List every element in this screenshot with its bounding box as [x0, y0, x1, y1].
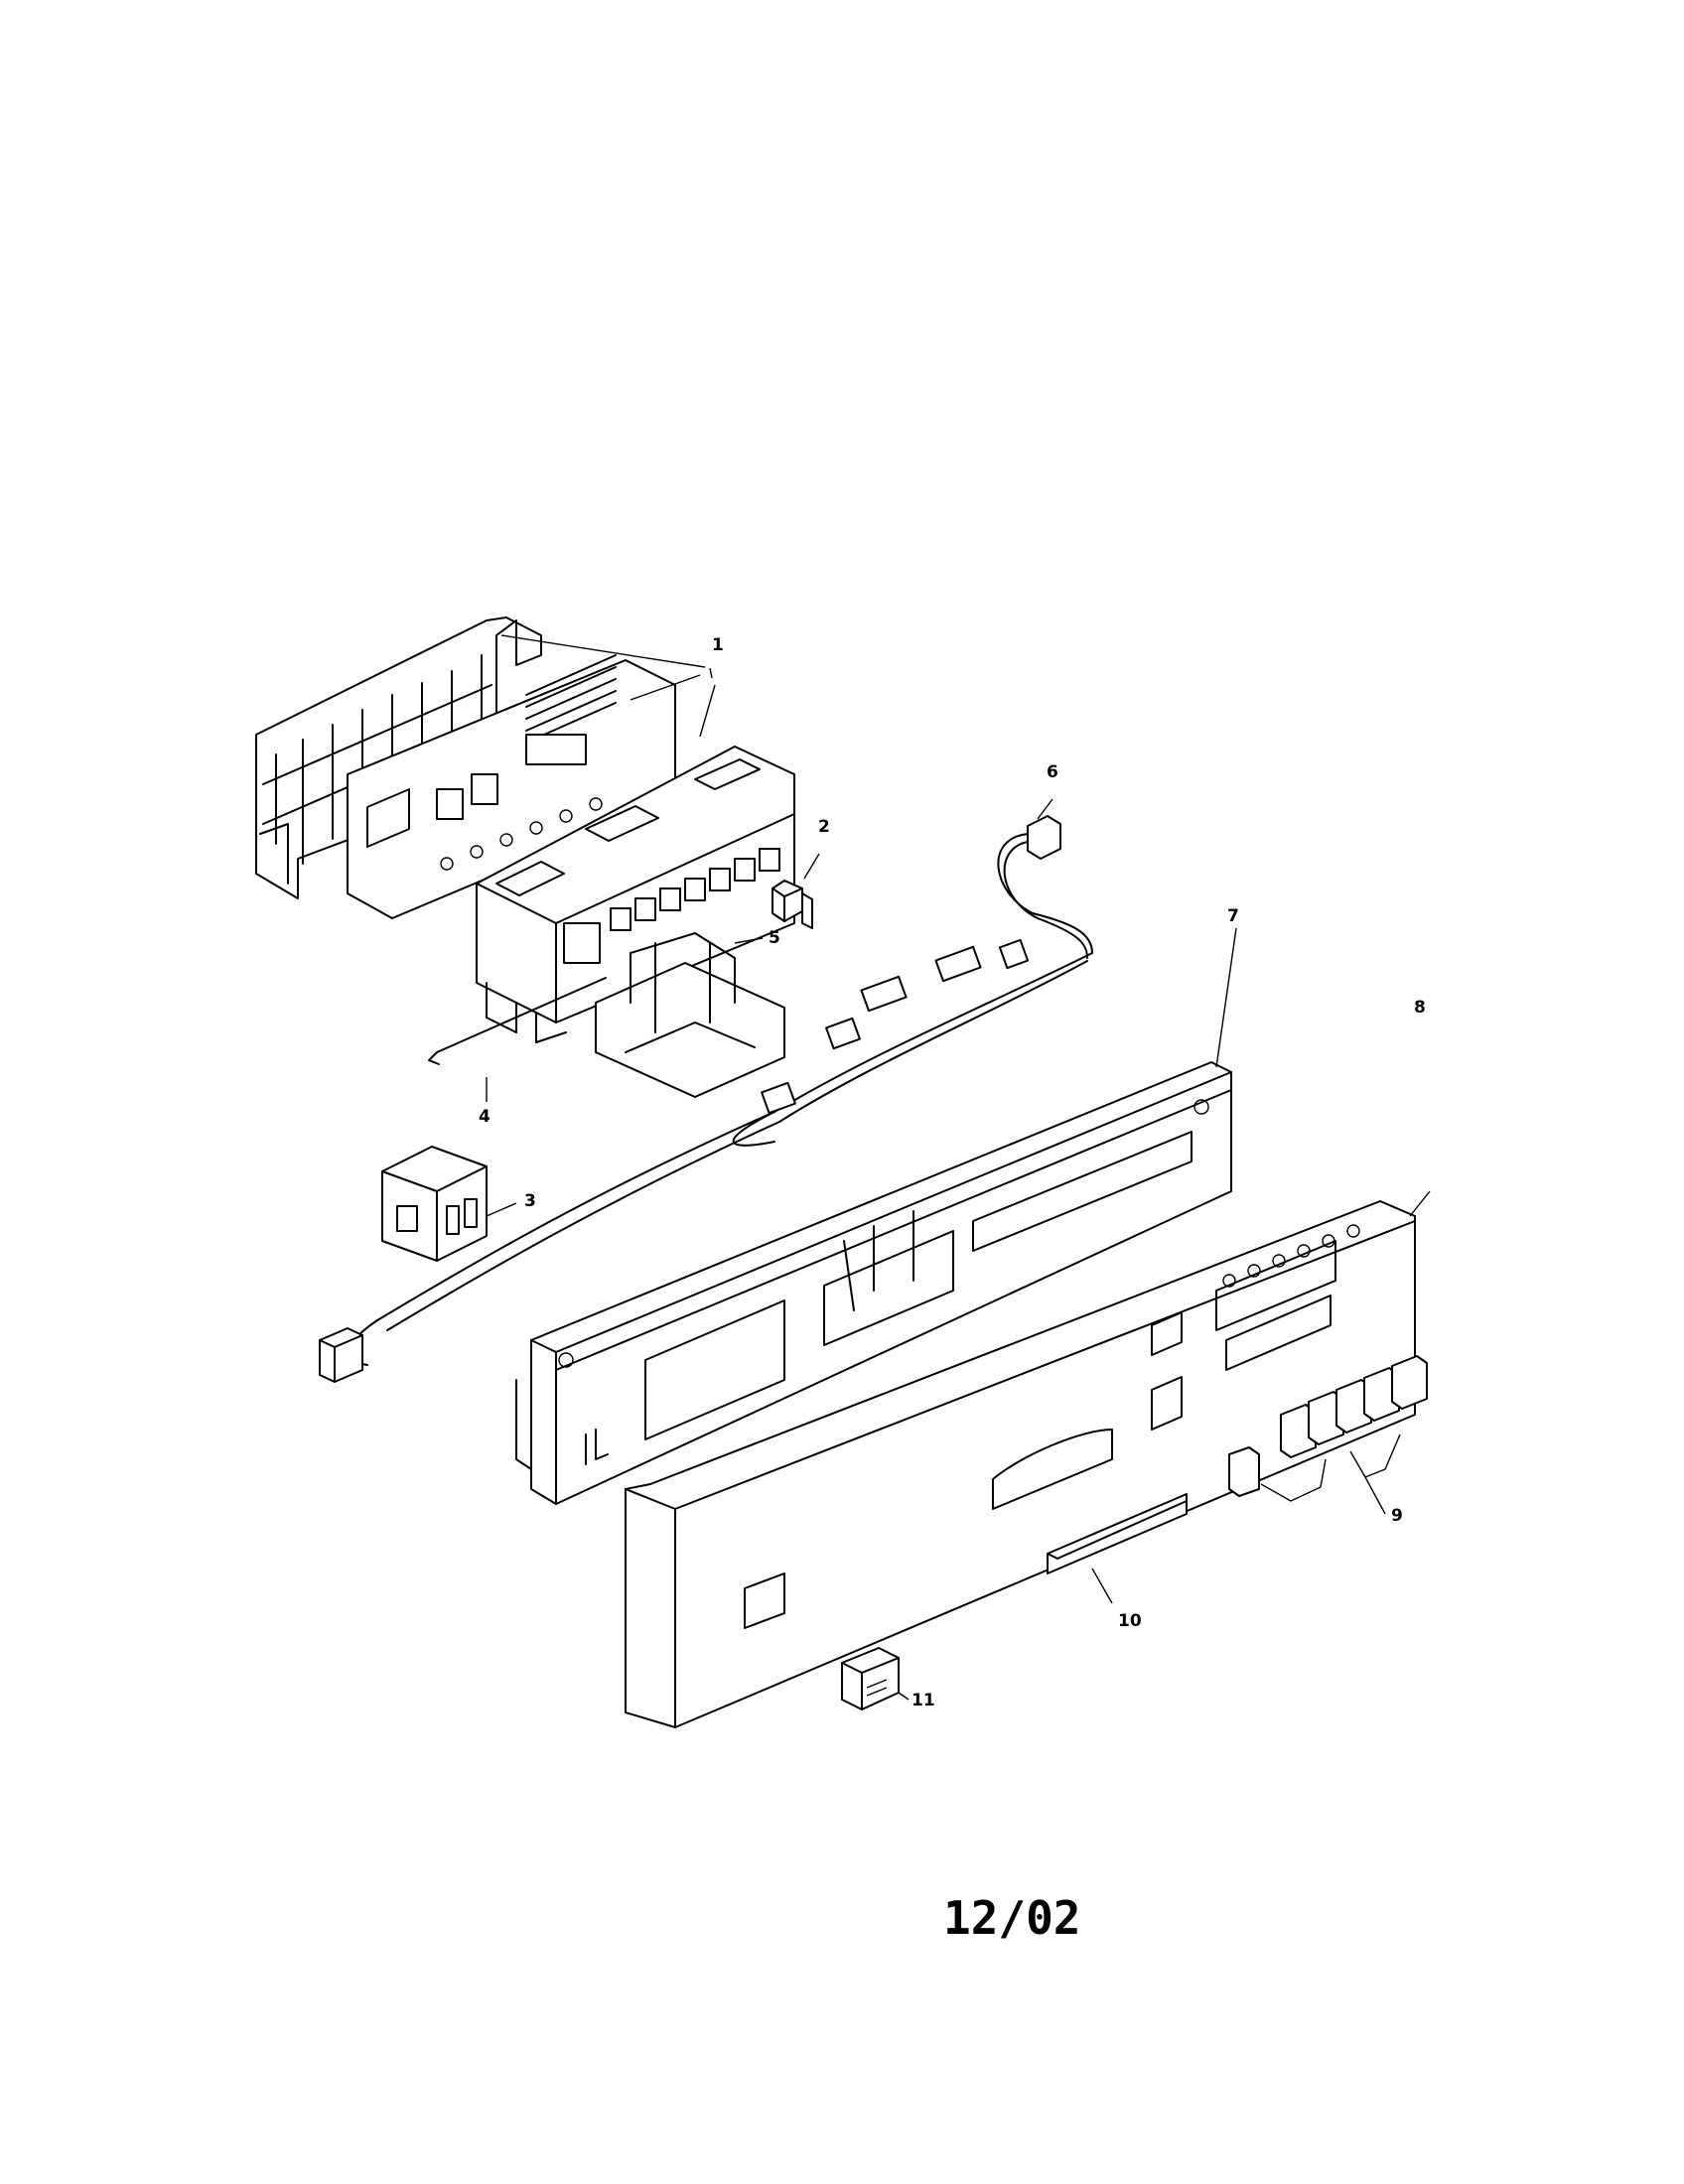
part-8-front-panel: [625, 1190, 1431, 1728]
part-2-switch: [772, 853, 820, 929]
callout-7: 7: [1227, 906, 1239, 926]
callout-4: 4: [479, 1107, 491, 1127]
part-3-switch-block: [381, 1146, 517, 1262]
revision-date-code: 12/02: [943, 1891, 1081, 1945]
part-5-bracket: [595, 932, 785, 1098]
callout-1: 1: [712, 635, 724, 655]
callout-5: 5: [769, 928, 780, 948]
part-11-cap: [841, 1647, 910, 1710]
callout-8: 8: [1414, 998, 1426, 1018]
callout-10: 10: [1118, 1611, 1142, 1631]
part-4-wire-clip: [428, 977, 607, 1102]
part-10-handle-strip: [1047, 1493, 1188, 1604]
callout-11: 11: [912, 1691, 935, 1710]
callout-labels: 1 2 3 4 5 6 7 8 9 10 11: [479, 635, 1426, 1710]
part-6-wiring-harness: [319, 798, 1093, 1383]
part-7-inner-panel: [515, 927, 1237, 1505]
part-1-control-module: [255, 616, 795, 1043]
callout-3: 3: [524, 1191, 536, 1211]
callout-9: 9: [1391, 1506, 1403, 1526]
callout-2: 2: [818, 817, 830, 837]
part-9-button-keys: [1228, 1355, 1428, 1515]
callout-6: 6: [1047, 762, 1058, 782]
